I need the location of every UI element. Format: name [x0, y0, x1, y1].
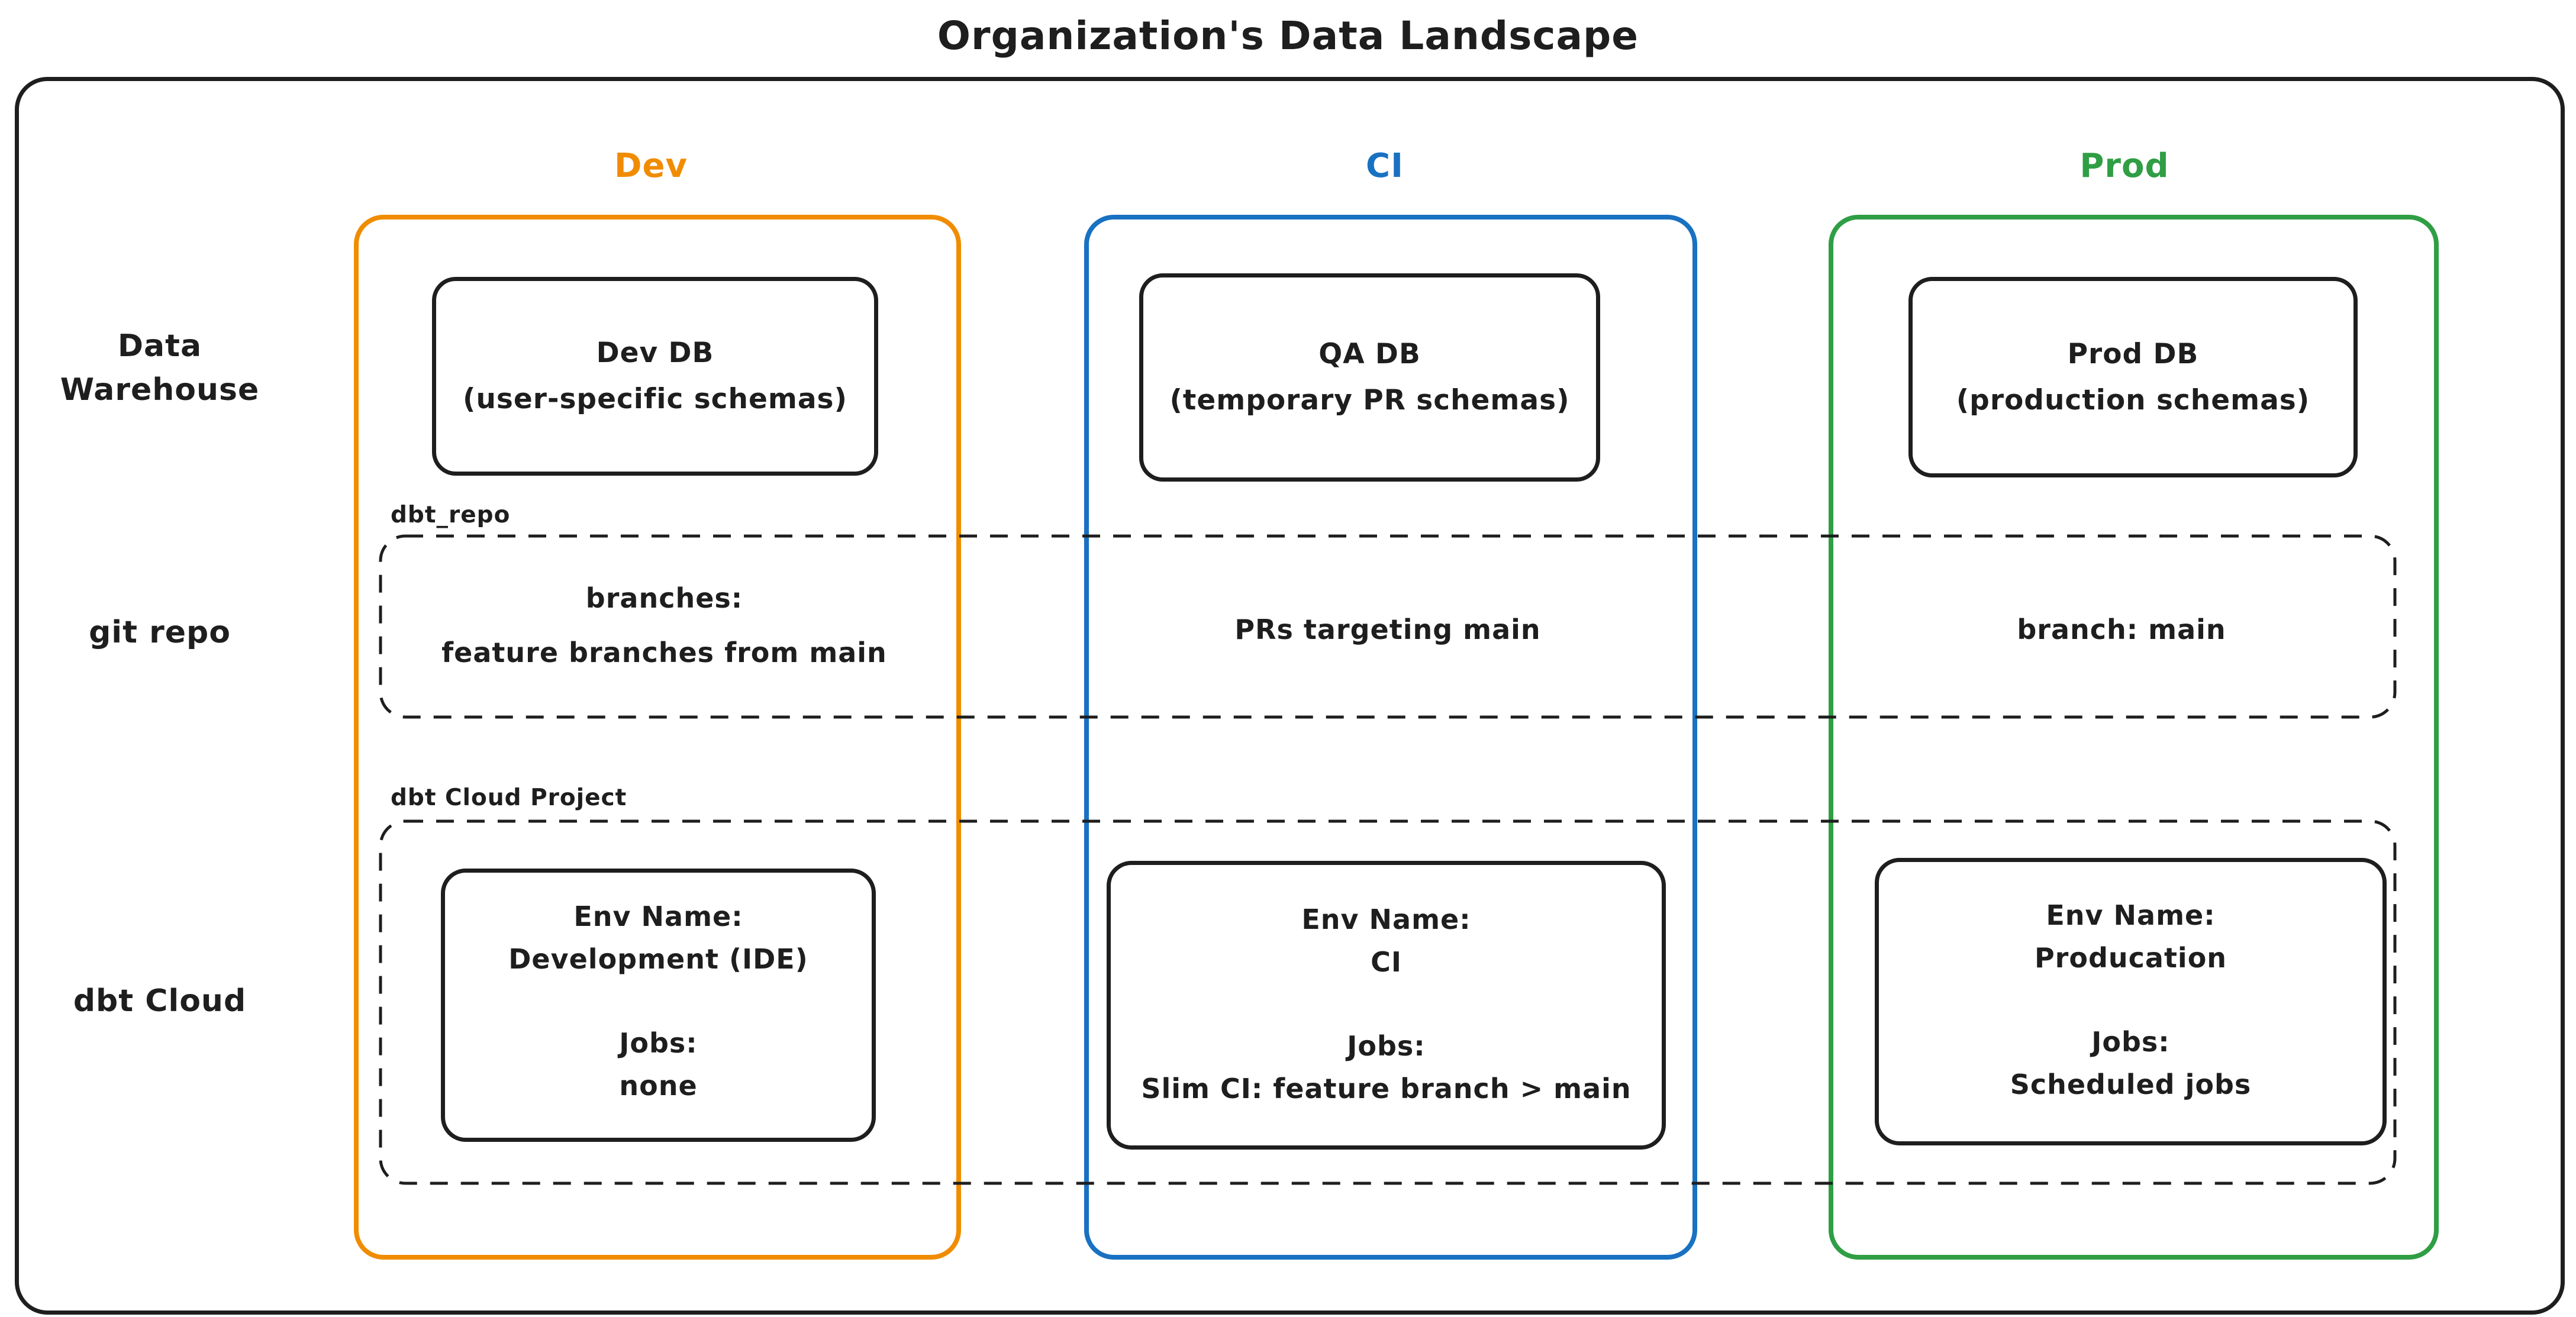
qa-db-detail: (temporary PR schemas)	[1169, 384, 1570, 417]
column-header-ci: CI	[1366, 147, 1404, 185]
prod-db-detail: (production schemas)	[1956, 383, 2310, 417]
dev-column	[354, 215, 961, 1260]
prod-env-box: Env Name: Producation Jobs: Scheduled jo…	[1875, 858, 2387, 1145]
prod-env-name-label: Env Name:	[2046, 899, 2216, 931]
dev-env-box: Env Name: Development (IDE) Jobs: none	[441, 869, 876, 1142]
prod-column	[1829, 215, 2439, 1260]
ci-jobs-value: Slim CI: feature branch > main	[1141, 1073, 1632, 1105]
dev-env-name-label: Env Name:	[573, 900, 743, 932]
prod-db-box: Prod DB (production schemas)	[1908, 277, 2358, 477]
dev-jobs-label: Jobs:	[619, 1027, 698, 1059]
dbt-repo-dashed-box	[379, 534, 2397, 719]
dev-branches-text: branches: feature branches from main	[382, 571, 947, 680]
ci-jobs-label: Jobs:	[1347, 1030, 1426, 1062]
prod-jobs-label: Jobs:	[2091, 1026, 2170, 1058]
ci-prs-text: PRs targeting main	[1234, 614, 1541, 645]
dbt-repo-label: dbt_repo	[391, 502, 511, 528]
diagram-outer-box	[15, 77, 2565, 1315]
ci-env-name-value: CI	[1371, 946, 1402, 978]
ci-env-box: Env Name: CI Jobs: Slim CI: feature bran…	[1107, 861, 1666, 1150]
qa-db-box: QA DB (temporary PR schemas)	[1139, 273, 1600, 482]
dev-db-name: Dev DB	[596, 337, 714, 369]
dev-env-name-value: Development (IDE)	[508, 943, 808, 975]
row-label-data-warehouse: Data Warehouse	[60, 328, 260, 408]
ci-env-name-label: Env Name:	[1301, 903, 1471, 935]
dev-branches-line1: branches:	[585, 582, 743, 614]
dev-jobs-value: none	[619, 1070, 698, 1102]
dev-branches-line2: feature branches from main	[441, 637, 887, 669]
prod-db-name: Prod DB	[2067, 337, 2199, 370]
dev-db-detail: (user-specific schemas)	[462, 383, 848, 415]
prod-jobs-value: Scheduled jobs	[2010, 1069, 2252, 1100]
prod-env-name-value: Producation	[2034, 942, 2227, 974]
dbt-cloud-project-label: dbt Cloud Project	[391, 785, 627, 811]
dev-db-box: Dev DB (user-specific schemas)	[432, 277, 878, 476]
column-header-dev: Dev	[614, 147, 688, 185]
row-label-git-repo: git repo	[89, 615, 231, 650]
dbt-cloud-project-dashed-box	[379, 819, 2397, 1185]
ci-column	[1084, 215, 1697, 1260]
row-label-dbt-cloud: dbt Cloud	[73, 983, 247, 1019]
qa-db-name: QA DB	[1318, 338, 1421, 370]
page-title: Organization's Data Landscape	[937, 13, 1639, 59]
prod-branch-text: branch: main	[2017, 614, 2226, 645]
column-header-prod: Prod	[2080, 147, 2169, 185]
